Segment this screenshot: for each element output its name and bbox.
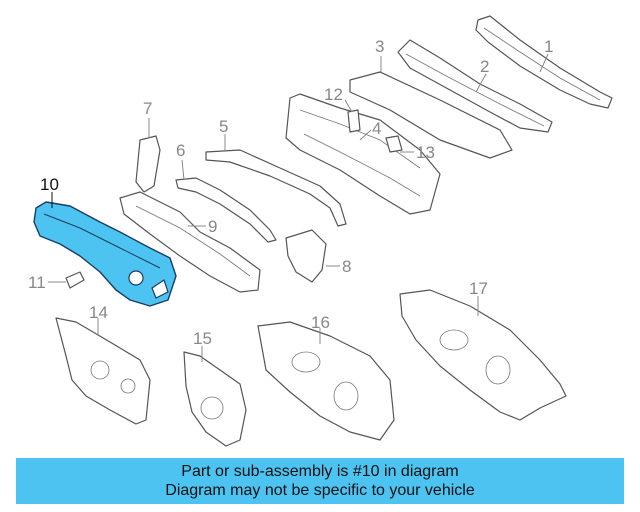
callout-4: 4 xyxy=(372,119,381,138)
leader-4 xyxy=(359,129,372,141)
part-13-shape xyxy=(385,135,403,153)
banner-line-1: Part or sub-assembly is #10 in diagram xyxy=(181,463,459,480)
callout-9: 9 xyxy=(208,217,217,236)
part-12-shape xyxy=(347,109,361,133)
part-8-shape xyxy=(285,229,327,283)
part-11-shape xyxy=(65,271,85,289)
banner-line-2: Diagram may not be specific to your vehi… xyxy=(165,482,475,499)
part-16-shape xyxy=(257,321,395,441)
parts-diagram: 1 2 3 4 5 6 7 8 9 xyxy=(28,15,613,447)
callout-14: 14 xyxy=(89,303,108,322)
callout-13: 13 xyxy=(416,143,435,162)
part-9-shape xyxy=(119,191,261,293)
leader-2 xyxy=(475,73,487,93)
part-14-shape xyxy=(55,317,151,425)
callout-7: 7 xyxy=(143,99,152,118)
callout-15: 15 xyxy=(193,329,212,348)
callout-3: 3 xyxy=(375,37,384,56)
part-7-shape xyxy=(135,135,161,193)
part-15-shape xyxy=(183,351,247,447)
callout-1: 1 xyxy=(544,37,553,56)
leader-1 xyxy=(539,53,549,73)
part-5-shape xyxy=(205,149,347,227)
callout-17: 17 xyxy=(469,279,488,298)
callout-5: 5 xyxy=(219,117,228,136)
part-4-shape xyxy=(285,71,513,215)
info-banner: Part or sub-assembly is #10 in diagram D… xyxy=(16,458,624,504)
part-17-shape xyxy=(399,289,567,421)
part-6-shape xyxy=(175,177,277,243)
callout-11: 11 xyxy=(28,273,46,292)
callout-8: 8 xyxy=(342,257,351,276)
part-10-shape xyxy=(33,201,177,307)
callout-10: 10 xyxy=(40,175,59,194)
callout-2: 2 xyxy=(480,57,489,76)
callout-16: 16 xyxy=(311,313,330,332)
leader-12 xyxy=(344,99,353,113)
callout-6: 6 xyxy=(176,141,185,160)
part-2-shape xyxy=(397,39,553,133)
callout-12: 12 xyxy=(324,85,343,104)
leader-6 xyxy=(181,159,185,181)
